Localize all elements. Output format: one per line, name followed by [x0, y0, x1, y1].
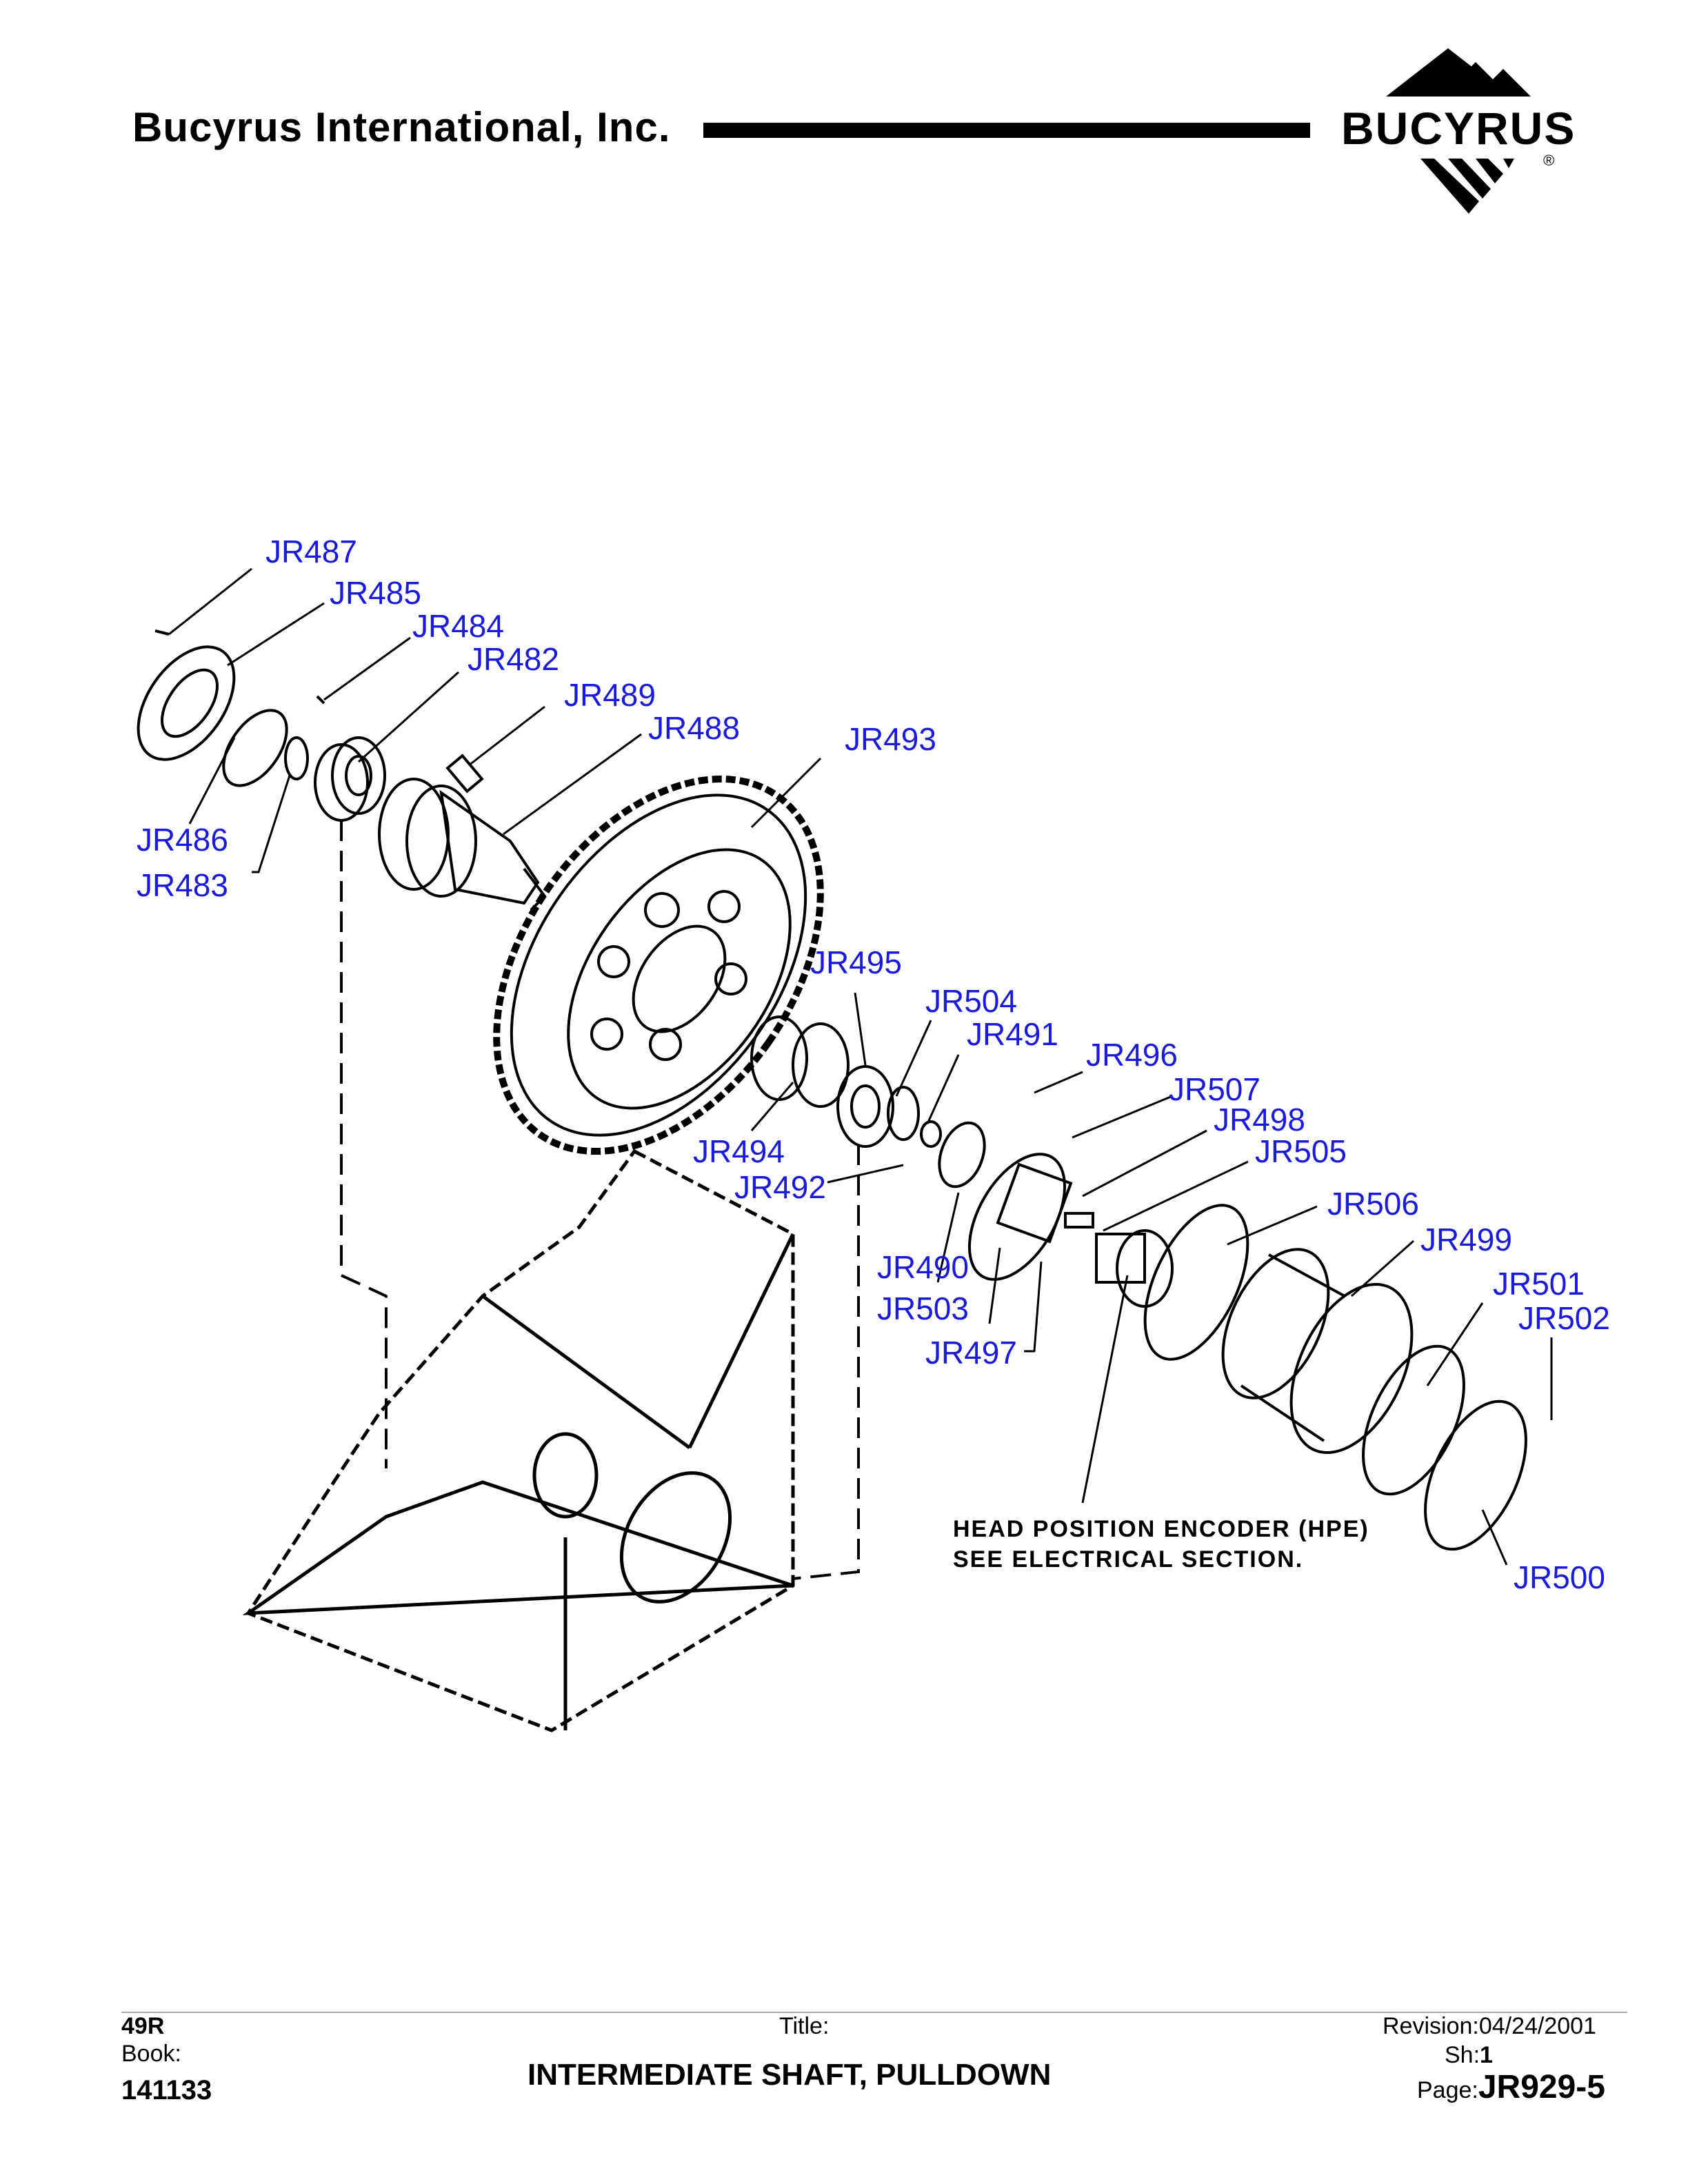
callout-jr487: JR487 — [265, 534, 357, 569]
callout-jr490: JR490 — [877, 1249, 969, 1285]
leader-lines — [168, 567, 1553, 1566]
callout-jr488: JR488 — [648, 710, 740, 746]
gear-case — [242, 1149, 795, 1732]
callout-jr503: JR503 — [877, 1291, 969, 1326]
encoder-note-line2: SEE ELECTRICAL SECTION. — [953, 1546, 1304, 1573]
footer-book-number: 141133 — [121, 2075, 212, 2105]
callout-jr500: JR500 — [1514, 1559, 1605, 1595]
callout-jr497: JR497 — [925, 1335, 1017, 1371]
header-rule — [703, 123, 1310, 138]
footer-rule — [121, 2012, 1627, 2013]
callout-jr499: JR499 — [1420, 1222, 1512, 1257]
encoder-note-line1: HEAD POSITION ENCODER (HPE) — [953, 1516, 1369, 1542]
callout-jr483: JR483 — [137, 867, 228, 903]
callout-jr506: JR506 — [1327, 1186, 1419, 1222]
footer-title: INTERMEDIATE SHAFT, PULLDOWN — [528, 2058, 1052, 2092]
callout-jr504: JR504 — [925, 983, 1017, 1019]
footer-model: 49R — [121, 2013, 165, 2039]
footer-revision: Revision:04/24/2001 — [1383, 2013, 1597, 2039]
pinion-shaft — [378, 778, 547, 911]
callout-jr484: JR484 — [412, 608, 504, 644]
logo-text: BUCYRUS — [1341, 103, 1576, 154]
callout-jr493: JR493 — [845, 721, 936, 757]
footer-page-label: Page: — [1417, 2077, 1478, 2103]
callout-jr485: JR485 — [330, 575, 421, 611]
footer-sheet: Sh:1 — [1445, 2042, 1493, 2069]
callout-jr492: JR492 — [734, 1169, 826, 1205]
bucyrus-logo — [1386, 48, 1531, 214]
encoder-parts — [967, 1153, 1249, 1361]
callout-jr489: JR489 — [564, 677, 656, 713]
callout-jr491: JR491 — [967, 1016, 1058, 1052]
alignment-lines — [340, 820, 860, 1580]
footer-book-label: Book: — [121, 2041, 181, 2067]
callout-jr501: JR501 — [1493, 1266, 1585, 1302]
registered-mark: ® — [1543, 152, 1555, 169]
callout-jr505: JR505 — [1255, 1133, 1347, 1169]
callout-jr496: JR496 — [1086, 1037, 1178, 1073]
middle-parts — [750, 1015, 986, 1189]
company-name: Bucyrus International, Inc. — [132, 104, 671, 150]
callout-jr482: JR482 — [468, 641, 559, 677]
callout-jr507: JR507 — [1169, 1071, 1260, 1107]
encoder-note: HEAD POSITION ENCODER (HPE) SEE ELECTRIC… — [953, 1514, 1369, 1575]
footer-page: Page:JR929-5 — [1417, 2068, 1605, 2106]
cylinder-housing — [1221, 1248, 1527, 1551]
callout-jr494: JR494 — [693, 1133, 785, 1169]
footer-sheet-number: 1 — [1480, 2042, 1493, 2068]
footer-page-number: JR929-5 — [1478, 2069, 1605, 2105]
callout-jr502: JR502 — [1518, 1300, 1610, 1336]
callout-jr498: JR498 — [1214, 1102, 1305, 1138]
footer-title-label: Title: — [779, 2013, 830, 2039]
callout-jr486: JR486 — [137, 822, 228, 858]
footer-sheet-label: Sh: — [1445, 2042, 1480, 2068]
callout-jr495: JR495 — [810, 944, 902, 980]
